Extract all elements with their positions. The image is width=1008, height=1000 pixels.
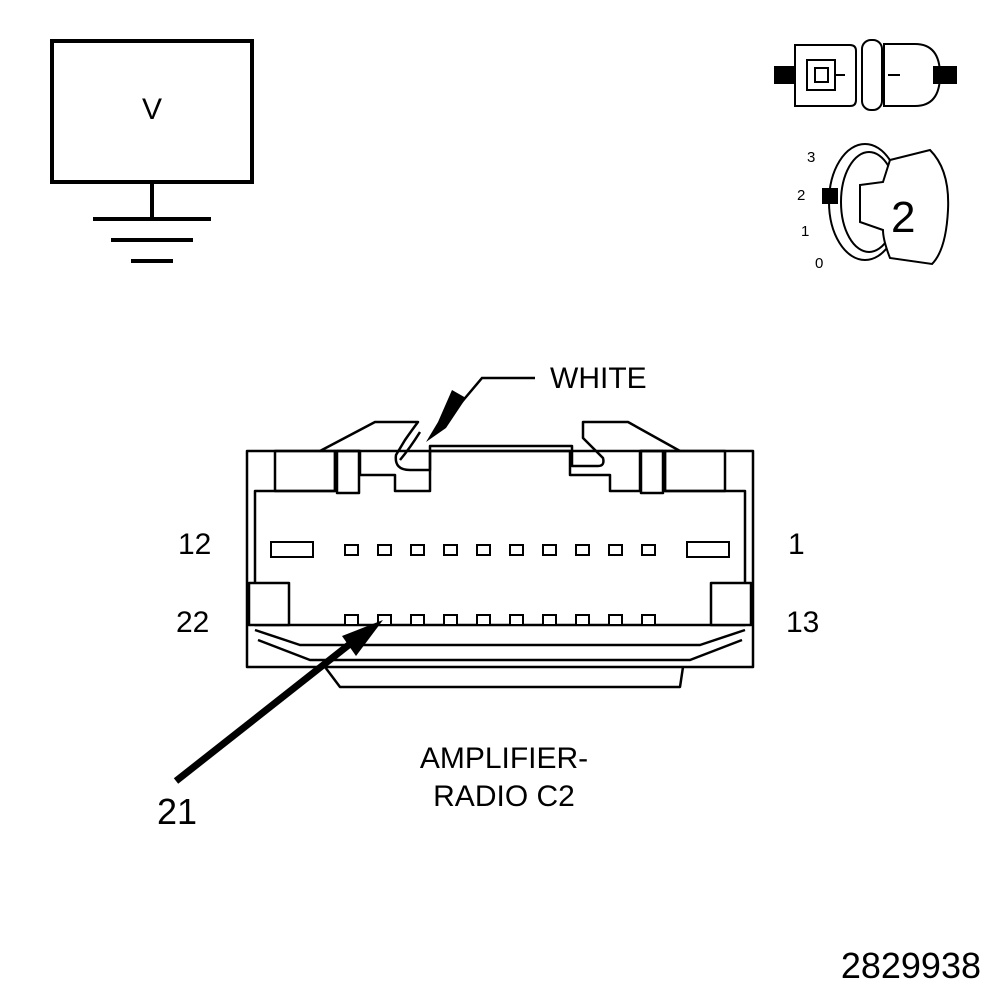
voltmeter-icon — [50, 39, 254, 263]
connector-name: AMPLIFIER- RADIO C2 — [384, 740, 624, 816]
pin-row-top — [270, 541, 730, 558]
pin-row-bottom — [344, 614, 656, 626]
color-leader-arrow — [426, 376, 535, 442]
pin-number-label: 1 — [788, 528, 805, 561]
ignition-key-position: 2 — [891, 193, 916, 242]
ignition-position-label: 0 — [815, 255, 824, 272]
pin-callout-arrow — [173, 620, 383, 784]
connector-name-line: RADIO C2 — [433, 780, 575, 813]
connector-face — [245, 420, 755, 689]
ignition-position-label: 1 — [801, 223, 810, 240]
ignition-switch-icon — [822, 143, 950, 266]
pin-callout-label: 21 — [157, 791, 198, 832]
voltmeter-label: V — [142, 93, 163, 126]
figure-id: 2829938 — [840, 945, 981, 986]
ignition-position-label: 3 — [807, 149, 816, 166]
pin-number-label: 13 — [786, 606, 820, 639]
ignition-position-label: 2 — [797, 187, 806, 204]
pin-number-label: 22 — [176, 606, 210, 639]
connector-name-line: AMPLIFIER- — [419, 742, 589, 775]
pin-number-label: 12 — [178, 528, 212, 561]
connector-disconnected-icon — [774, 39, 957, 111]
connector-color-label: WHITE — [550, 362, 647, 395]
